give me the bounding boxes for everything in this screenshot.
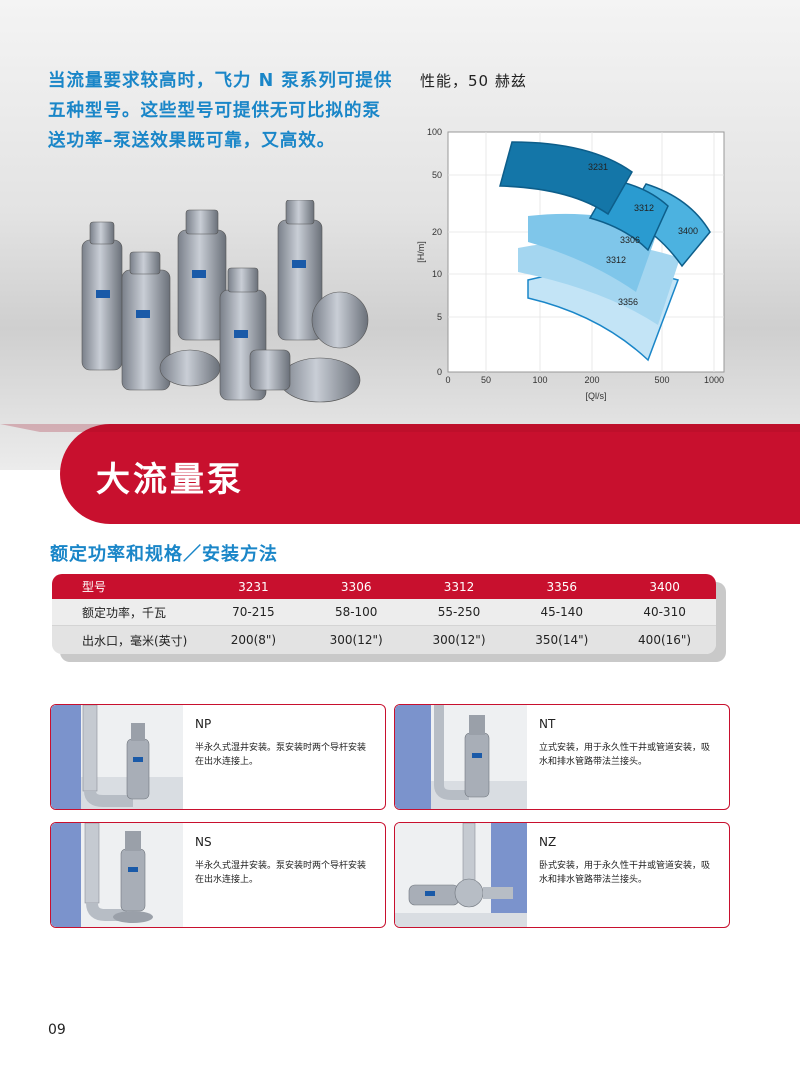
installation-image-nz (395, 823, 527, 927)
installation-image-ns (51, 823, 183, 927)
table-row: 出水口，毫米(英寸) 200(8") 300(12") 300(12") 350… (52, 626, 716, 654)
installation-image-np (51, 705, 183, 809)
y-tick-0: 0 (437, 367, 442, 377)
table-cell: 40-310 (643, 605, 686, 619)
y-axis-label: [H/m] (416, 241, 426, 263)
installation-card-ns: NS 半永久式湿井安装。泵安装时两个导杆安装在出水连接上。 (50, 822, 386, 928)
chart-title: 性能，50 赫兹 (420, 72, 527, 90)
installation-image-nt (395, 705, 527, 809)
table-header-cell: 3231 (238, 579, 269, 594)
page-number: 09 (48, 1022, 66, 1038)
table-cell: 70-215 (232, 605, 275, 619)
installation-desc: 卧式安装，用于永久性干井或管道安装，吸水和排水管路带法兰接头。 (539, 861, 711, 885)
table-row-label: 出水口，毫米(英寸) (82, 633, 188, 648)
installation-code: NZ (539, 835, 557, 849)
region-label-3231: 3231 (588, 162, 608, 172)
performance-chart: 3231 3312 3400 3306 3312 3356 100 50 20 … (416, 127, 725, 401)
region-label-3356: 3356 (618, 297, 638, 307)
banner-title: 大流量泵 (96, 460, 244, 500)
y-tick-100: 100 (427, 127, 442, 137)
table-cell: 58-100 (334, 605, 378, 619)
title-banner (0, 424, 800, 524)
x-tick-50: 50 (481, 375, 491, 385)
installation-desc: 半永久式湿井安装。泵安装时两个导杆安装在出水连接上。 (195, 861, 367, 885)
x-tick-500: 500 (654, 375, 669, 385)
table-header-cell: 3400 (649, 579, 680, 594)
table-row: 额定功率，千瓦 70-215 58-100 55-250 45-140 40-3… (52, 599, 716, 626)
table-header-row: 型号 3231 3306 3312 3356 3400 (52, 574, 716, 599)
x-tick-200: 200 (584, 375, 599, 385)
x-axis-label: [Ql/s] (585, 391, 606, 401)
table-header-cell: 3306 (340, 579, 372, 594)
y-tick-50: 50 (432, 170, 442, 180)
table-cell: 200(8") (230, 633, 277, 647)
table-header-cell: 3356 (546, 579, 578, 594)
region-label-3312: 3312 (634, 203, 654, 213)
installation-card-np: NP 半永久式湿井安装。泵安装时两个导杆安装在出水连接上。 (50, 704, 386, 810)
region-label-3306: 3306 (620, 235, 640, 245)
table-cell: 400(16") (638, 633, 692, 647)
specs-table: 型号 3231 3306 3312 3356 3400 额定功率，千瓦 70-2… (52, 574, 716, 654)
installation-card-nt: NT 立式安装，用于永久性干井或管道安装，吸水和排水管路带法兰接头。 (394, 704, 730, 810)
region-label-3312b: 3312 (606, 255, 626, 265)
region-label-3400: 3400 (678, 226, 698, 236)
installation-code: NT (539, 717, 556, 731)
section-title: 额定功率和规格／安装方法 (50, 544, 278, 565)
table-header-cell: 3312 (443, 579, 475, 594)
table-cell: 300(12") (432, 633, 486, 647)
table-cell: 45-140 (540, 605, 584, 619)
installation-code: NP (195, 717, 212, 731)
table-cell: 300(12") (329, 633, 383, 647)
installation-card-nz: NZ 卧式安装，用于永久性干井或管道安装，吸水和排水管路带法兰接头。 (394, 822, 730, 928)
table-header-cell: 型号 (82, 580, 107, 594)
pumps-illustration (81, 200, 369, 403)
x-tick-1000: 1000 (704, 375, 724, 385)
y-tick-5: 5 (437, 312, 442, 322)
table-row-label: 额定功率，千瓦 (82, 605, 167, 620)
installation-desc: 立式安装，用于永久性干井或管道安装，吸水和排水管路带法兰接头。 (539, 743, 711, 767)
table-cell: 55-250 (437, 605, 481, 619)
y-tick-10: 10 (432, 269, 442, 279)
x-tick-0: 0 (445, 375, 450, 385)
table-cell: 350(14") (535, 633, 589, 647)
intro-text: 当流量要求较高时，飞力 N 泵系列可提供五种型号。这些型号可提供无可比拟的泵送功… (48, 71, 393, 151)
y-tick-20: 20 (432, 227, 442, 237)
region-3231 (499, 141, 633, 216)
x-tick-100: 100 (532, 375, 547, 385)
installation-desc: 半永久式湿井安装。泵安装时两个导杆安装在出水连接上。 (195, 743, 367, 767)
installation-code: NS (195, 835, 212, 849)
